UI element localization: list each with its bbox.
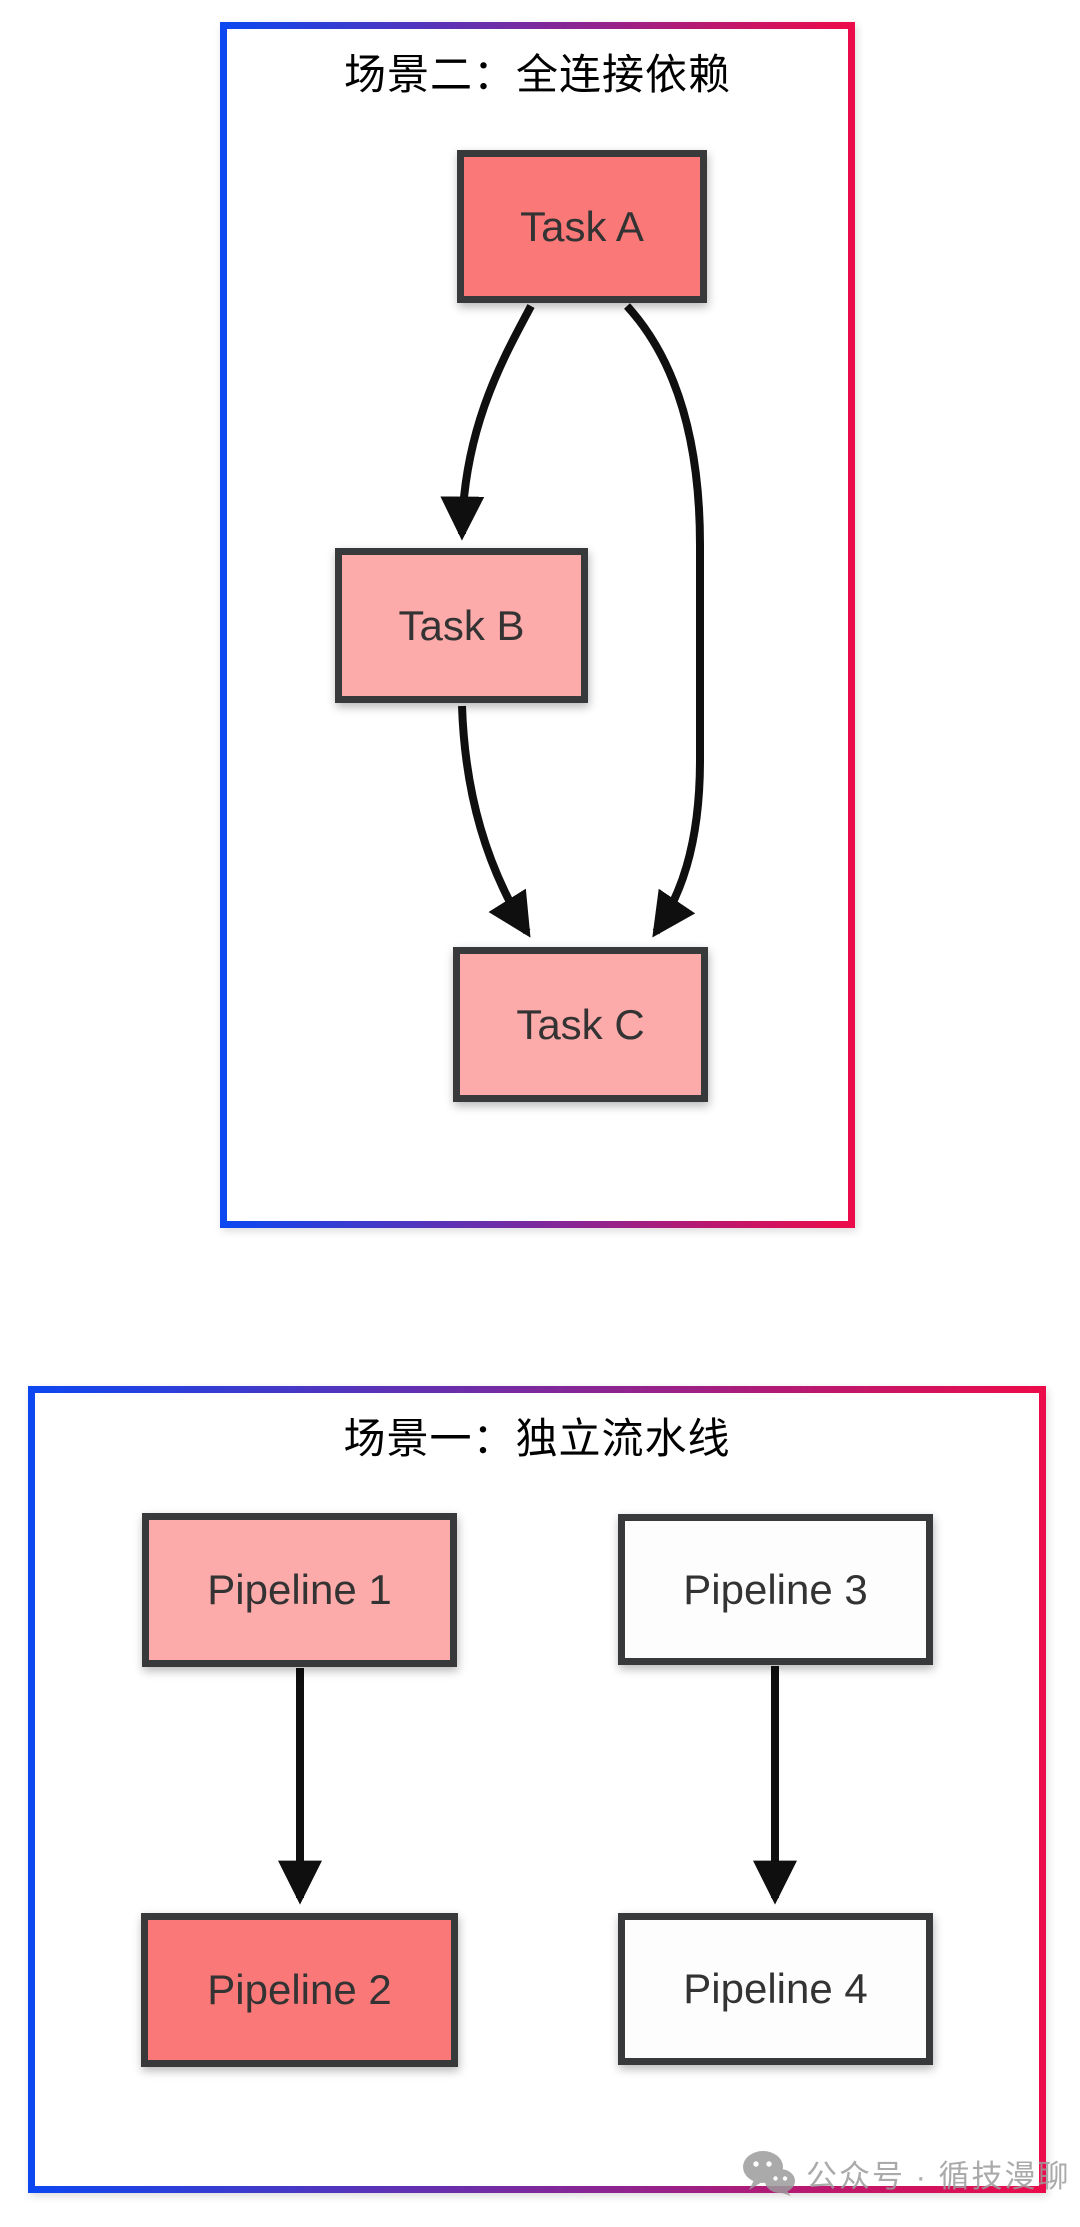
node-pipeline-3-label: Pipeline 3 (683, 1565, 868, 1613)
node-pipeline-4-label: Pipeline 4 (683, 1965, 868, 2012)
node-task-c: Task C (453, 947, 708, 1102)
node-task-c-label: Task C (516, 1000, 645, 1048)
node-task-a-label: Task A (520, 202, 644, 250)
wechat-icon (743, 2151, 795, 2196)
node-pipeline-4: Pipeline 4 (618, 1913, 933, 2065)
node-task-b-label: Task B (398, 601, 525, 649)
node-task-a: Task A (457, 150, 707, 303)
watermark-text: 公众号 · 循技漫聊 (806, 2158, 1071, 2194)
node-pipeline-2-label: Pipeline 2 (207, 1966, 392, 2013)
panel-scenario-2-title: 场景二：全连接依赖 (343, 51, 731, 98)
node-pipeline-3: Pipeline 3 (618, 1514, 933, 1665)
panel-scenario-1-title: 场景一：独立流水线 (343, 1415, 731, 1462)
watermark: 公众号 · 循技漫聊 (742, 2150, 1071, 2196)
node-pipeline-2: Pipeline 2 (141, 1913, 458, 2067)
node-pipeline-1: Pipeline 1 (142, 1513, 457, 1667)
node-pipeline-1-label: Pipeline 1 (207, 1566, 392, 1613)
panel-scenario-1: 场景一：独立流水线 (28, 1386, 1046, 2193)
node-task-b: Task B (335, 548, 588, 703)
